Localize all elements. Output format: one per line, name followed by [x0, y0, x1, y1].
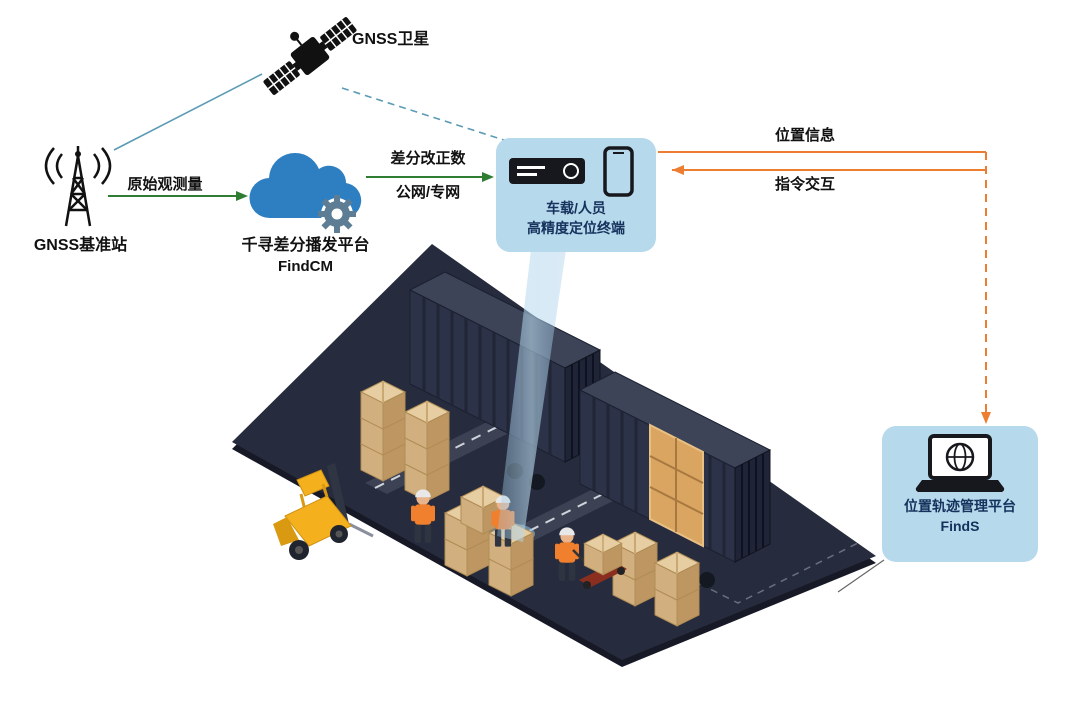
cloud-platform-product: FindCM: [278, 258, 333, 275]
satellite-to-terminal-link: [341, 87, 511, 143]
gear-icon: [318, 195, 356, 233]
satellite-to-base-link: [113, 73, 263, 151]
correction-label-line1: 差分改正数: [390, 150, 466, 167]
base-station-icon: [44, 146, 112, 227]
terminal-label-line2: 高精度定位终端: [527, 220, 625, 237]
worker-3-pallet-jack: [555, 527, 627, 589]
container-open-door-cargo: [649, 423, 704, 548]
management-platform-product: FindS: [940, 518, 980, 535]
terminal-card: 车载/人员 高精度定位终端: [496, 138, 656, 252]
container-2: [578, 371, 772, 588]
position-info-label: 位置信息: [774, 127, 835, 144]
warehouse-scene: [232, 244, 876, 667]
cloud-platform-name: 千寻差分播发平台: [241, 237, 370, 254]
cloud-icon: [249, 152, 362, 233]
raw-observation-label: 原始观测量: [127, 176, 203, 193]
correction-label-line2: 公网/专网: [395, 184, 461, 201]
laptop-globe-icon: [915, 434, 1005, 493]
management-card: 位置轨迹管理平台 FindS: [882, 426, 1038, 562]
command-interaction-label: 指令交互: [774, 176, 835, 193]
command-interaction-arrow: [672, 165, 986, 175]
satellite-label: GNSS卫星: [352, 31, 430, 48]
correction-arrow: [366, 172, 494, 182]
base-station-label: GNSS基准站: [33, 237, 128, 254]
receiver-icon: [509, 158, 585, 184]
terminal-label-line1: 车载/人员: [546, 200, 606, 216]
forklift: [273, 463, 374, 560]
smartphone-icon: [603, 146, 634, 197]
management-platform-name: 位置轨迹管理平台: [904, 498, 1016, 514]
satellite-icon: [263, 17, 357, 95]
